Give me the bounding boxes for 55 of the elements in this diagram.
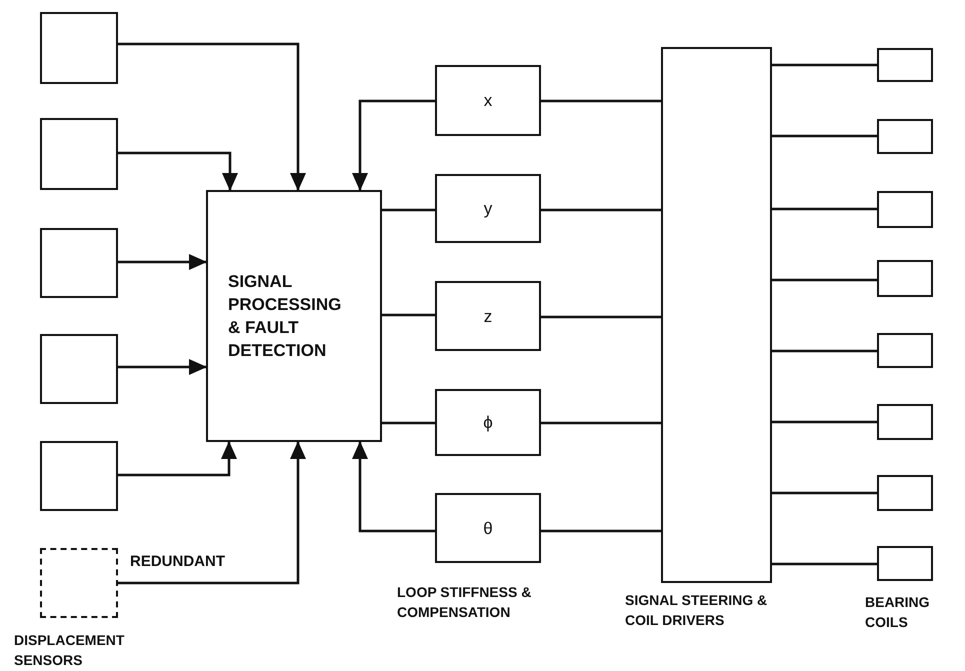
compensator-box [435, 389, 541, 456]
group-caption: DISPLACEMENT SENSORS [14, 631, 126, 670]
arrow [118, 42, 306, 191]
compensator-box [435, 65, 541, 136]
connector-line [382, 208, 435, 212]
connector-line [772, 492, 877, 494]
arrow [118, 441, 237, 476]
connector-line [541, 316, 661, 318]
coil-box [877, 475, 933, 511]
arrow [352, 100, 435, 191]
compensator-box [435, 174, 541, 243]
sensor-box [40, 118, 118, 190]
sensor-box [40, 334, 118, 404]
coil-box [877, 119, 933, 154]
sensor-box [40, 441, 118, 511]
arrow [118, 152, 238, 191]
driver-box [661, 47, 772, 583]
connector-line [541, 100, 661, 102]
connector-line [541, 422, 661, 424]
axis-symbol: ϕ [483, 412, 493, 434]
connector-line [382, 422, 435, 424]
connector-line [541, 530, 661, 532]
axis-symbol: x [484, 90, 492, 112]
block-caption: SIGNAL STEERING & COIL DRIVERS [625, 591, 768, 630]
compensator-box [435, 493, 541, 563]
axis-symbol: θ [483, 518, 493, 540]
connector-line [772, 208, 877, 210]
coil-box [877, 191, 933, 228]
process-box [206, 190, 382, 442]
sensor-box [40, 12, 118, 84]
sensor-box [40, 548, 118, 618]
coil-box [877, 260, 933, 297]
coil-box [877, 404, 933, 440]
arrow [352, 441, 435, 532]
box-label: SIGNAL PROCESSING & FAULT DETECTION [228, 271, 342, 362]
axis-symbol: z [484, 306, 492, 328]
arrow [118, 359, 207, 375]
connector-line [772, 562, 877, 566]
arrow [118, 441, 306, 584]
coil-box [877, 48, 933, 82]
sensor-box [40, 228, 118, 298]
connector-line [772, 278, 877, 282]
group-caption: BEARING COILS [865, 593, 931, 632]
group-caption: LOOP STIFFNESS & COMPENSATION [397, 583, 532, 622]
connector-line [772, 350, 877, 352]
compensator-box [435, 281, 541, 351]
coil-box [877, 546, 933, 581]
coil-box [877, 333, 933, 368]
connector-line [772, 420, 877, 424]
connector-line [541, 208, 661, 212]
connector-line [382, 314, 435, 316]
connector-line [772, 134, 877, 138]
axis-symbol: y [484, 198, 492, 220]
arrow [118, 254, 207, 270]
connector-line [772, 64, 877, 66]
